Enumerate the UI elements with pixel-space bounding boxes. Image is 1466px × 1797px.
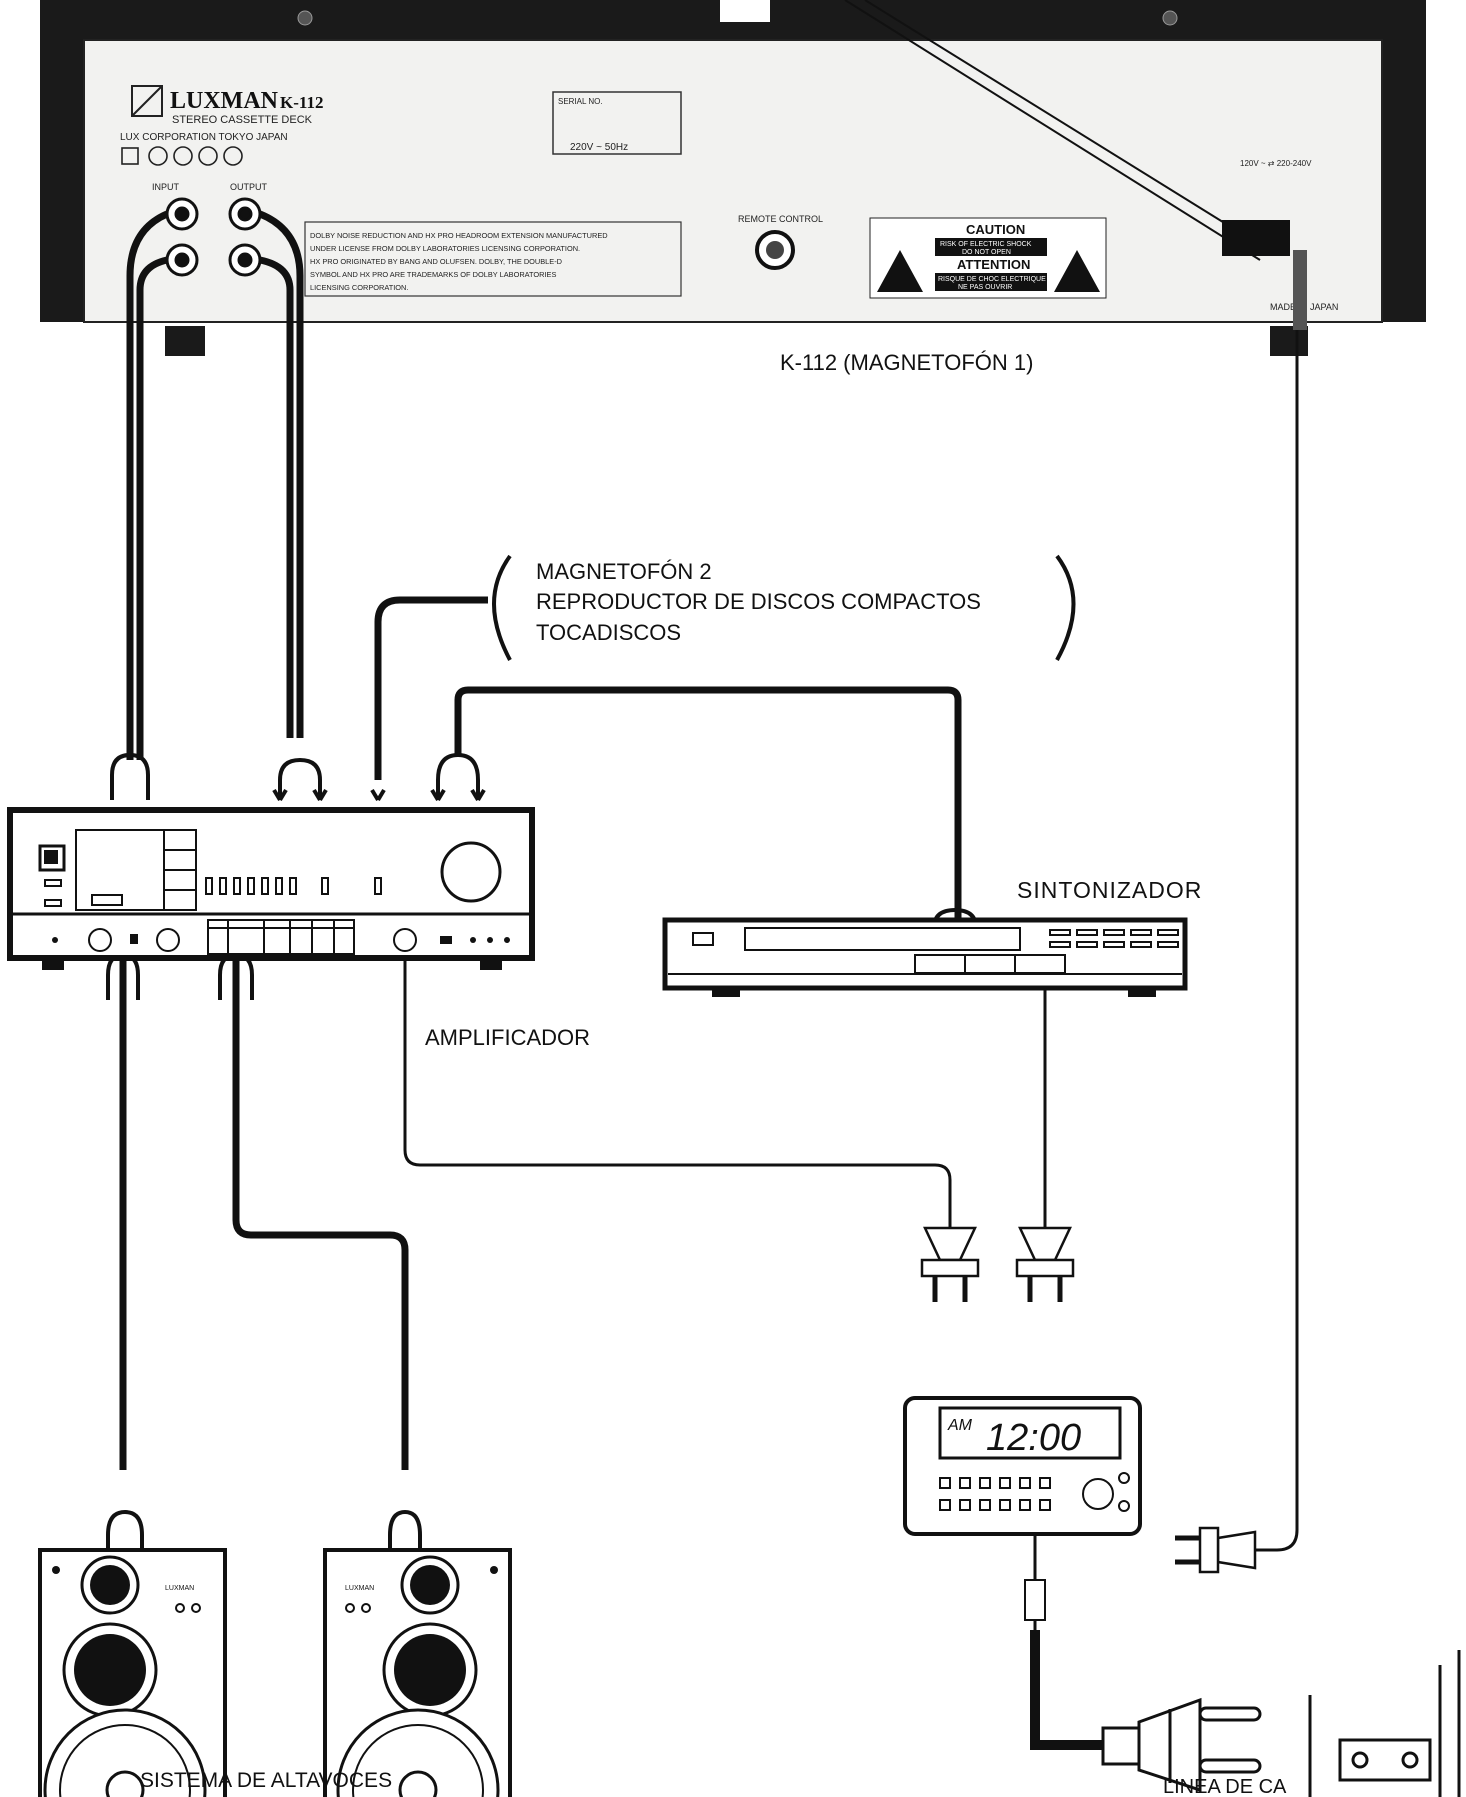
svg-text:RISK OF ELECTRIC SHOCK: RISK OF ELECTRIC SHOCK xyxy=(940,241,1032,248)
certification-marks xyxy=(121,146,243,166)
remote-control-socket xyxy=(755,230,795,270)
volume-knob xyxy=(440,841,502,903)
attention-title: ATTENTION xyxy=(957,257,1030,272)
license-line-4: SYMBOL AND HX PRO ARE TRADEMARKS OF DOLB… xyxy=(310,270,556,279)
tuner xyxy=(662,917,1188,997)
mains-label: LINEA DE CA xyxy=(1163,1776,1287,1797)
deck-power-plug xyxy=(1175,1526,1257,1574)
license-line-5: LICENSING CORPORATION. xyxy=(310,283,408,292)
license-line-1: DOLBY NOISE REDUCTION AND HX PRO HEADROO… xyxy=(310,231,608,240)
tuner-power-plug xyxy=(1015,1226,1075,1302)
tuner-label: SINTONIZADOR xyxy=(1017,877,1202,903)
serial-box xyxy=(552,91,682,155)
speaker-right-brand: LUXMAN xyxy=(345,1585,374,1592)
amplifier-label: AMPLIFICADOR xyxy=(425,1025,590,1050)
rca-jacks xyxy=(165,197,262,277)
source-turntable: TOCADISCOS xyxy=(536,620,681,645)
voltage-selector xyxy=(1222,220,1290,256)
caution-label: CAUTION RISK OF ELECTRIC SHOCK DO NOT OP… xyxy=(869,217,1107,299)
license-line-2: UNDER LICENSE FROM DOLBY LABORATORIES LI… xyxy=(310,244,580,253)
timer-display xyxy=(938,1406,1122,1460)
luxman-logo xyxy=(131,85,163,117)
svg-text:RISQUE DE CHOC ELECTRIQUE: RISQUE DE CHOC ELECTRIQUE xyxy=(938,276,1046,283)
speaker-right: LUXMAN xyxy=(323,1548,512,1797)
speaker-left: LUXMAN xyxy=(38,1548,227,1797)
cassette-deck-rear-panel: LUXMAN K-112 STEREO CASSETTE DECK LUX CO… xyxy=(40,0,1426,356)
deck-caption: K-112 (MAGNETOFÓN 1) xyxy=(780,350,1033,375)
source-tape-deck-2: MAGNETOFÓN 2 xyxy=(536,559,712,584)
voltage-label: 220V ~ 50Hz xyxy=(570,142,628,153)
signal-cables xyxy=(119,210,962,1470)
source-cd-player: REPRODUCTOR DE DISCOS COMPACTOS xyxy=(536,589,981,614)
mains-plug xyxy=(1101,1697,1262,1793)
timer xyxy=(903,1396,1142,1630)
sources-note: MAGNETOFÓN 2 REPRODUCTOR DE DISCOS COMPA… xyxy=(492,554,1076,661)
deck-subtitle: STEREO CASSETTE DECK xyxy=(172,114,313,126)
output-label: OUTPUT xyxy=(230,182,268,192)
power-cords xyxy=(403,250,1307,1750)
deck-maker: LUX CORPORATION TOKYO JAPAN xyxy=(120,132,288,143)
amplifier-power-plug xyxy=(920,1226,980,1302)
dolby-license-box xyxy=(304,221,682,297)
input-label: INPUT xyxy=(152,182,180,192)
deck-model: K-112 xyxy=(280,93,323,112)
speaker-left-brand: LUXMAN xyxy=(165,1585,194,1592)
speakers-label: SISTEMA DE ALTAVOCES xyxy=(140,1769,392,1792)
deck-foot xyxy=(165,326,205,356)
wall-outlet xyxy=(1308,1650,1461,1797)
power-voltage-label: 120V ~ ⇄ 220-240V xyxy=(1240,159,1312,168)
amplifier xyxy=(7,807,535,970)
timer-time: 12:00 xyxy=(986,1417,1081,1459)
serial-label: SERIAL NO. xyxy=(558,97,603,106)
remote-control-label: REMOTE CONTROL xyxy=(738,214,823,224)
svg-text:NE PAS OUVRIR: NE PAS OUVRIR xyxy=(958,284,1012,291)
timer-ampm: AM xyxy=(947,1417,973,1434)
deck-brand: LUXMAN xyxy=(170,88,279,114)
svg-text:DO NOT OPEN: DO NOT OPEN xyxy=(962,249,1011,256)
caution-title: CAUTION xyxy=(966,222,1025,237)
license-line-3: HX PRO ORIGINATED BY BANG AND OLUFSEN. D… xyxy=(310,257,562,266)
